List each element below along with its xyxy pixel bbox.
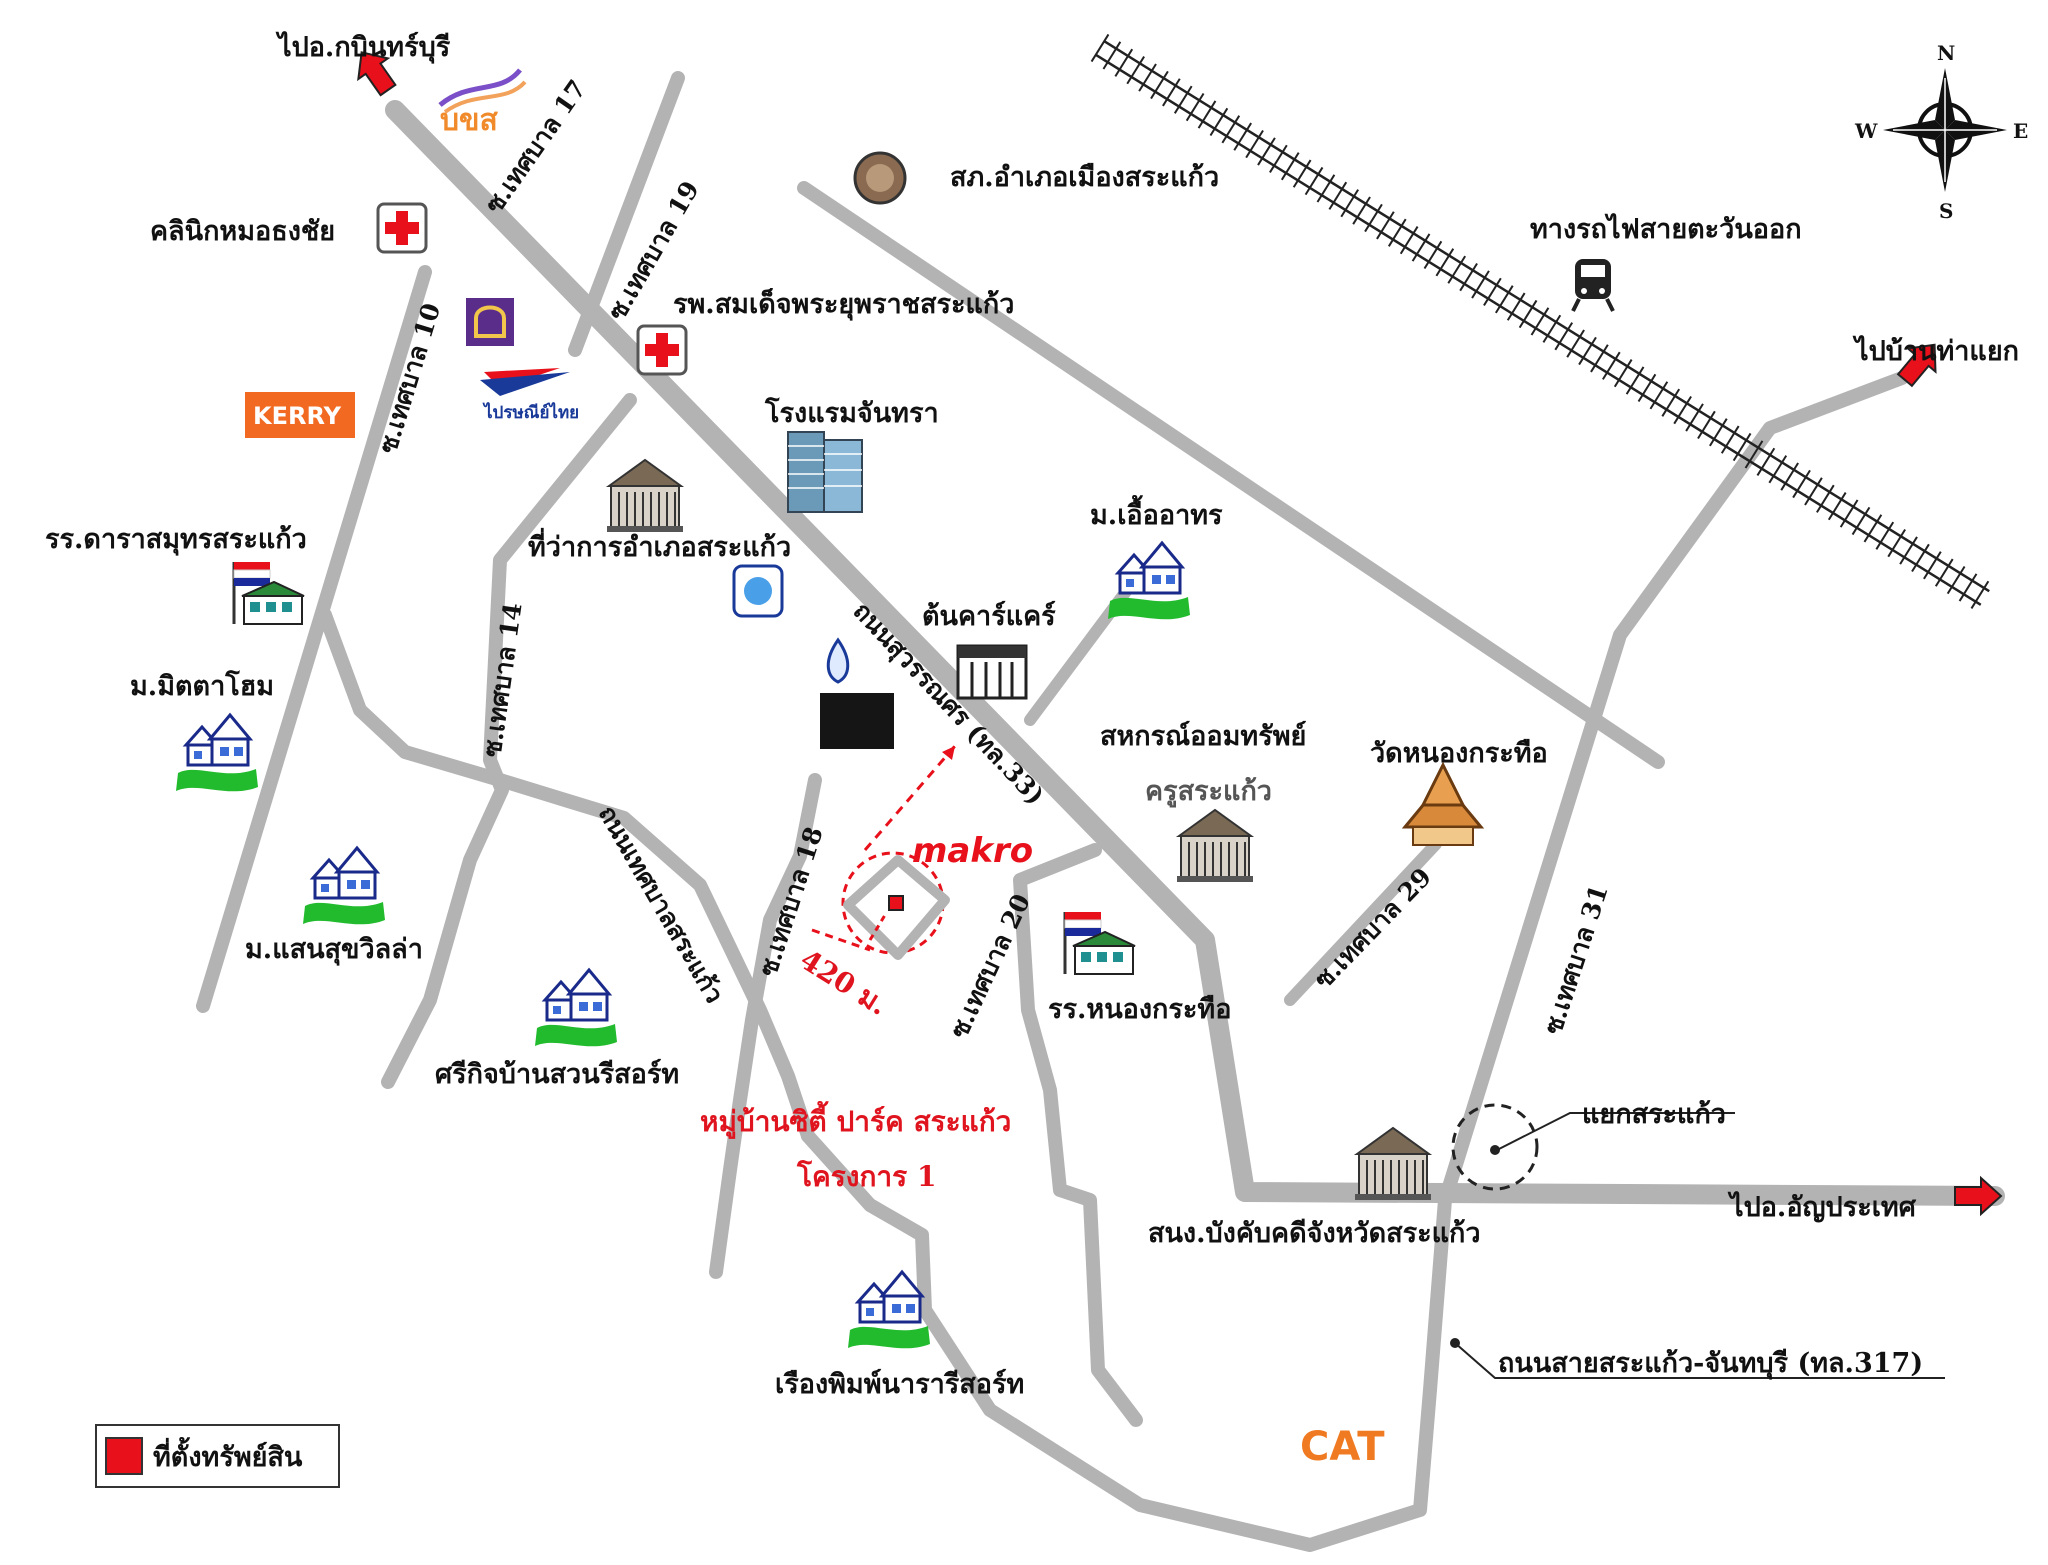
label-aue-athon: ม.เอื้ออาทร	[1090, 494, 1223, 531]
house-aue-athon-icon	[1106, 541, 1192, 621]
road-soi-18	[709, 773, 822, 1279]
label-district-office: ที่ว่าการอำเภอสระแก้ว	[528, 527, 791, 563]
compass-s: S	[1939, 199, 1953, 223]
label-highway-317: ถนนสายสระแก้ว-จันทบุรี (ทล.317)	[1498, 1348, 1923, 1380]
label-wat: วัดหนองกระทือ	[1370, 738, 1548, 769]
label-ruang-phim: เรืองพิมพ์นารารีสอร์ท	[775, 1368, 1024, 1400]
road-thetsaban-sakaeo	[318, 608, 815, 1143]
road-soi-10	[196, 265, 432, 1013]
road-lower-loop	[801, 1129, 1452, 1552]
bks-logo: บขส	[438, 68, 527, 138]
poi-labels: ไปอ.กบินทร์บุรี สภ.อำเภอเมืองสระแก้ว ทาง…	[45, 31, 2019, 1400]
label-junction: แยกสระแก้ว	[1582, 1099, 1726, 1130]
road-soi-29	[1284, 838, 1442, 1006]
road-soi-19	[568, 71, 685, 357]
cat-logo: CAT	[1300, 1424, 1385, 1470]
cooperative-icon	[1176, 809, 1254, 883]
cat-text: CAT	[1300, 1424, 1385, 1470]
kerry-text: KERRY	[253, 402, 342, 430]
compass-n: N	[1937, 41, 1955, 65]
route-arrow-head	[942, 746, 955, 760]
label-mitta-home: ม.มิตตาโฮม	[130, 669, 274, 702]
makro-text: makro	[912, 831, 1033, 871]
junction-leader-line	[1496, 1112, 1735, 1151]
road-label-soi-14: ซ.เทศบาล 14	[477, 601, 527, 759]
highway-leader-line	[1454, 1342, 1945, 1379]
label-court: สนง.บังคับคดีจังหวัดสระแก้ว	[1148, 1218, 1481, 1249]
kerry-logo: KERRY	[245, 392, 355, 438]
junction-circle	[1451, 1103, 1539, 1191]
label-cooperative-sub: ครูสระแก้ว	[1145, 776, 1272, 808]
label-project-phase: โครงการ 1	[796, 1159, 936, 1193]
compass-e: E	[2013, 119, 2028, 143]
thai-post-logo: ไปรษณีย์ไทย	[480, 368, 579, 423]
hotel-icon	[787, 431, 863, 513]
route-dashed-line	[863, 745, 957, 851]
court-icon	[1354, 1127, 1432, 1201]
bks-text: บขส	[440, 103, 499, 138]
arrow-aranya	[1954, 1175, 2003, 1217]
compass-rose: N S E W	[1854, 41, 2028, 223]
road-main-suwannasorn	[385, 100, 2005, 1206]
thai-post-text: ไปรษณีย์ไทย	[482, 402, 579, 423]
makro-logo: makro	[912, 831, 1033, 871]
compass-w: W	[1854, 119, 1878, 143]
district-office-icon	[606, 459, 684, 533]
temple-icon	[1401, 761, 1485, 846]
road-network	[196, 71, 2005, 1552]
house-saen-suk-icon	[301, 846, 387, 926]
label-cooperative: สหกรณ์ออมทรัพย์	[1100, 720, 1306, 752]
label-hotel: โรงแรมจันทรา	[764, 396, 939, 429]
label-police: สภ.อำเภอเมืองสระแก้ว	[950, 162, 1219, 193]
road-label-soi-31: ซ.เทศบาล 31	[1538, 881, 1614, 1038]
road-soi-14	[381, 393, 637, 1089]
car-care-icon	[956, 644, 1028, 700]
label-railway: ทางรถไฟสายตะวันออก	[1530, 213, 1802, 245]
house-mitta-icon	[174, 713, 260, 793]
police-icon	[853, 151, 907, 205]
bank-icon	[732, 564, 784, 618]
map-legend: ที่ตั้งทรัพย์สิน	[95, 1424, 340, 1488]
train-icon	[1571, 259, 1615, 312]
house-sri-kit-icon	[533, 968, 619, 1048]
school-nong-icon	[1063, 910, 1137, 976]
label-hospital: รพ.สมเด็จพระยุพราชสระแก้ว	[673, 286, 1014, 321]
label-sri-kit: ศรีกิจบ้านสวนรีสอร์ท	[435, 1058, 679, 1090]
label-clinic: คลินิกหมอธงชัย	[150, 216, 335, 247]
railway-track	[1090, 33, 1990, 609]
label-school-dara: รร.ดาราสมุทรสระแก้ว	[45, 524, 307, 556]
arrow-ban-tha-yaek	[1896, 343, 1937, 388]
scb-bank-icon	[466, 298, 514, 346]
road-soi-20	[1013, 843, 1143, 1427]
distance-label: 420 ม.	[794, 943, 893, 1022]
ktb-bank-icon	[826, 637, 850, 684]
clinic-icon	[376, 202, 428, 254]
legend-label: ที่ตั้งทรัพย์สิน	[153, 1441, 303, 1473]
label-saen-suk: ม.แสนสุขวิลล่า	[245, 934, 423, 966]
property-location-marker	[888, 895, 904, 911]
black-building-icon	[820, 693, 894, 749]
label-to-kabin-buri: ไปอ.กบินทร์บุรี	[275, 31, 451, 64]
road-label-soi-29: ซ.เทศบาล 29	[1308, 862, 1437, 994]
label-school-nong: รร.หนองกระทือ	[1048, 994, 1231, 1025]
road-soi-31	[1438, 371, 1909, 1207]
label-to-ban-tha-yaek: ไปบ้านท่าแยก	[1852, 335, 2019, 367]
hospital-icon	[636, 324, 688, 376]
label-ton-car-care: ต้นคาร์แคร์	[922, 600, 1056, 632]
label-to-aranya: ไปอ.อัญประเทศ	[1727, 1191, 1917, 1223]
school-dara-icon	[232, 560, 306, 626]
legend-swatch	[105, 1437, 143, 1475]
road-diagonal-ne	[797, 181, 1665, 769]
arrow-kabin-buri	[357, 51, 397, 97]
label-project-name: หมู่บ้านซิตี้ ปาร์ค สระแก้ว	[700, 1100, 1011, 1139]
